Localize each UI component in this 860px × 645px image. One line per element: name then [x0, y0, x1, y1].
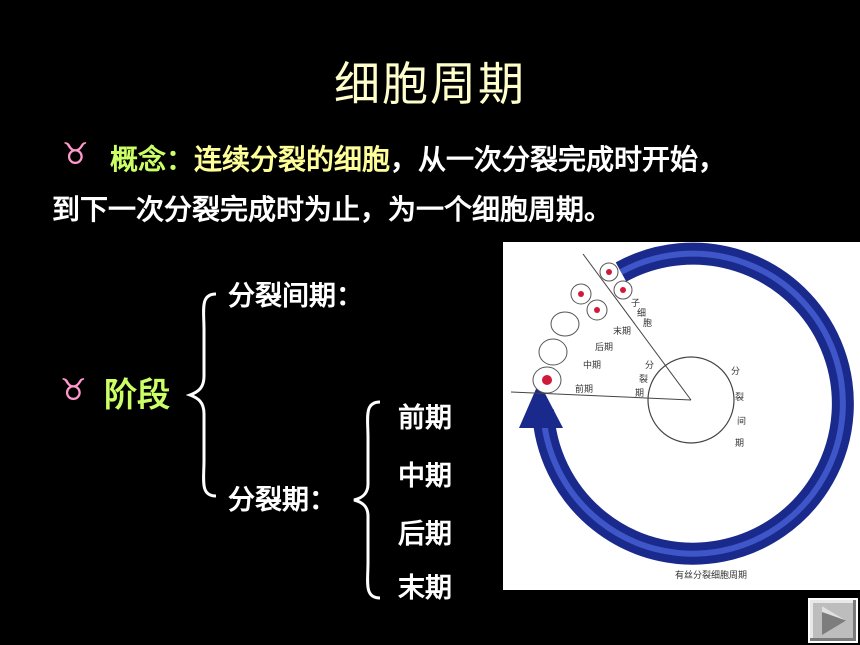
play-arrow-icon — [822, 606, 846, 635]
label-metaphase: 中期 — [583, 359, 601, 371]
mitosis-label: 分裂期： — [228, 485, 336, 516]
label-mitosis-1: 分 — [645, 360, 654, 371]
cell-cycle-diagram: 子 细 胞 末期 后期 中期 前期 分 裂 期 分 裂 间 期 有丝分裂细胞周期 — [503, 242, 860, 590]
interphase-label: 分裂间期： — [228, 281, 363, 312]
bullet-icon: ♉ — [62, 137, 89, 172]
next-slide-button[interactable] — [808, 598, 858, 643]
diagram-caption: 有丝分裂细胞周期 — [675, 569, 747, 581]
cell-cycle-svg: 子 细 胞 末期 后期 中期 前期 分 裂 期 分 裂 间 期 有丝分裂细胞周期 — [510, 242, 854, 581]
label-anaphase: 后期 — [595, 342, 613, 353]
label-daughter-2: 细 — [637, 307, 646, 319]
concept-highlight: 连续分裂的细胞 — [194, 143, 391, 176]
label-interphase-1: 分 — [731, 366, 740, 377]
concept-line-1: 概念：连续分裂的细胞，从一次分裂完成时开始， — [110, 138, 726, 178]
label-daughter-3: 胞 — [643, 317, 652, 329]
slide-title: 细胞周期 — [334, 57, 526, 111]
phase-telophase: 末期 — [398, 573, 452, 604]
label-daughter-1: 子 — [631, 298, 640, 309]
label-telophase: 末期 — [613, 325, 631, 337]
label-prophase: 前期 — [575, 383, 593, 395]
label-interphase-3: 间 — [737, 415, 746, 427]
mitosis-brace — [353, 400, 381, 600]
cell-images — [532, 262, 633, 394]
cycle-arrowhead — [519, 382, 563, 428]
stage-brace — [186, 292, 217, 498]
concept-colon: ： — [166, 143, 195, 176]
phase-anaphase: 后期 — [398, 519, 452, 550]
inner-circle — [647, 356, 735, 444]
phase-prophase: 前期 — [398, 403, 452, 434]
label-interphase-4: 期 — [735, 438, 744, 449]
label-mitosis-3: 期 — [635, 388, 644, 399]
concept-rest: ，从一次分裂完成时开始， — [390, 143, 727, 176]
phase-metaphase: 中期 — [398, 461, 452, 492]
bullet-icon: ♉ — [60, 373, 87, 408]
label-mitosis-2: 裂 — [639, 374, 648, 385]
label-interphase-2: 裂 — [735, 392, 744, 403]
stage-label: 阶段 — [104, 375, 170, 414]
concept-line-2: 到下一次分裂完成时为止，为一个细胞周期。 — [52, 193, 613, 226]
concept-label: 概念 — [110, 143, 167, 176]
